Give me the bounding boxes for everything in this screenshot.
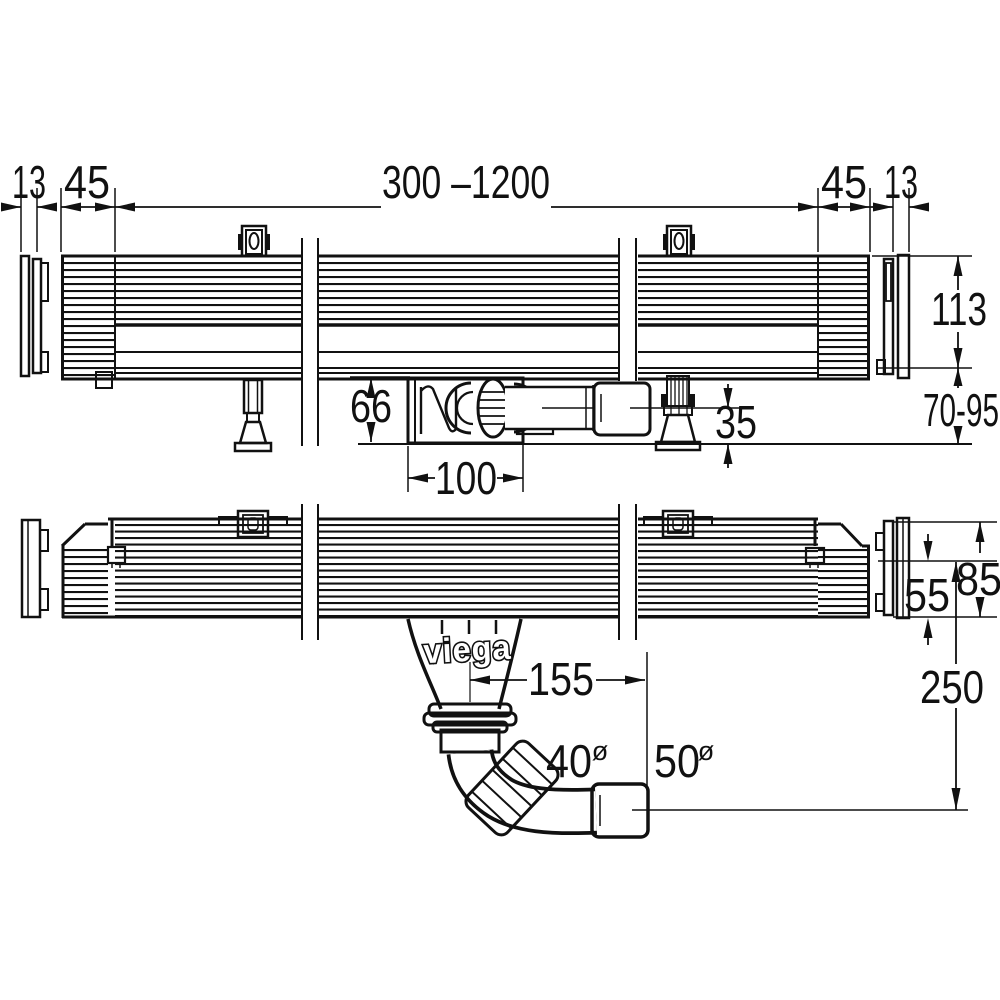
- dim-outlet-offset: 155: [470, 652, 648, 786]
- right-end-cap-side: [876, 253, 911, 380]
- front-view: viega: [20, 504, 968, 839]
- dim-pipe-diameters: 40 ø 50 ø: [546, 735, 714, 787]
- channel-body-side: [61, 254, 870, 389]
- outlet-socket-front: [590, 782, 968, 839]
- dim-row-top: 13 45 300 –1200 45 13: [1, 156, 929, 252]
- dim-front-heights: 85 55 250: [878, 521, 1000, 810]
- break-lines-front: [301, 504, 637, 640]
- dim-socket-diameter-label: 50: [654, 735, 700, 787]
- diameter-symbol-socket: ø: [698, 736, 715, 766]
- dim-front-end-height-label: 85: [956, 553, 1000, 605]
- dim-right-cap-thickness: 13: [884, 156, 918, 208]
- outlet-pipe-side: [505, 381, 750, 437]
- dim-outlet-axis-height: 35: [715, 384, 757, 468]
- right-end-cap-front: [875, 516, 911, 620]
- mounting-clip-right-front: [643, 509, 713, 539]
- dim-foot-adjustment-label: 70-95: [923, 384, 999, 436]
- left-end-cap-side: [19, 254, 49, 378]
- dim-channel-length-range: 300 –1200: [382, 156, 550, 208]
- diameter-symbol-elbow: ø: [592, 736, 609, 766]
- mounting-clip-left-side: [238, 224, 270, 258]
- dim-trap-depth: 66: [350, 376, 410, 442]
- dim-left-cap-thickness: 13: [12, 156, 46, 208]
- drain-funnel: viega: [406, 618, 523, 710]
- dim-right-end-section: 45: [821, 156, 867, 208]
- dim-front-body-height-label: 55: [904, 569, 950, 621]
- compression-nut: [464, 739, 560, 837]
- dim-channel-height-label: 113: [931, 283, 987, 335]
- dimensions: 13 45 300 –1200 45 13 113 70-95 66 35: [1, 156, 1000, 810]
- channel-grate-stripes-front: [62, 521, 870, 617]
- dim-outlet-axis-height-label: 35: [715, 396, 757, 448]
- adjustable-foot-left: [233, 378, 273, 453]
- left-end-cap-front: [20, 518, 49, 619]
- dim-outlet-drop-label: 250: [920, 661, 984, 713]
- dim-channel-height: 113 70-95: [872, 255, 999, 444]
- break-lines-side: [301, 238, 637, 446]
- funnel-collar: [422, 702, 518, 754]
- dim-outlet-offset-label: 155: [528, 653, 594, 705]
- dim-left-end-section: 45: [64, 156, 110, 208]
- dim-elbow-diameter-label: 40: [546, 735, 592, 787]
- mounting-clip-right-side: [663, 224, 695, 258]
- mounting-clip-left-front: [218, 509, 288, 539]
- channel-body-front: [60, 517, 870, 619]
- viega-logo: viega: [422, 629, 512, 672]
- dim-trap-length-label: 100: [435, 452, 497, 504]
- dim-trap-length: 100: [407, 436, 524, 504]
- side-view: [19, 224, 972, 453]
- channel-grate-stripes-side: [61, 258, 870, 377]
- adjustable-foot-right: [654, 375, 702, 452]
- dim-trap-depth-label: 66: [350, 380, 392, 432]
